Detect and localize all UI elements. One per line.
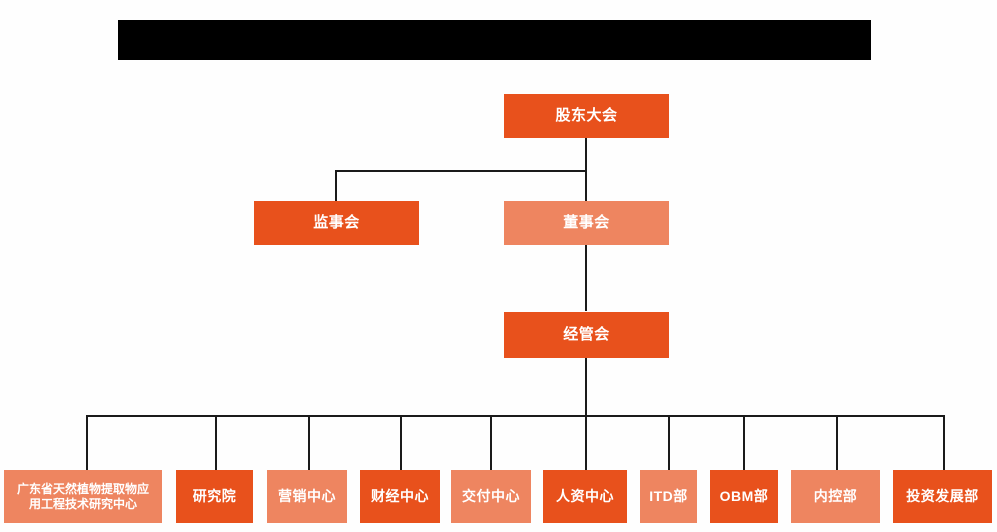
connector-shareholders-bus [335,170,587,172]
node-investment-development-dept[interactable]: 投资发展部 [893,470,992,523]
connector-drop-research-institute [215,415,217,470]
node-directors[interactable]: 董事会 [504,201,669,245]
connector-drop-finance-center [400,415,402,470]
connector-shareholders-down [585,138,587,172]
connector-drop-delivery-center [490,415,492,470]
connector-drop-investment-development-dept [943,415,945,470]
redacted-title-bar [118,20,871,60]
connector-drop-obm-dept [743,415,745,470]
connector-drop-itd-dept [668,415,670,470]
node-finance-center[interactable]: 财经中心 [360,470,440,523]
node-internal-control-dept[interactable]: 内控部 [791,470,880,523]
connector-drop-internal-control-dept [836,415,838,470]
node-delivery-center[interactable]: 交付中心 [451,470,531,523]
connector-level4-bus [86,415,945,417]
node-itd-dept[interactable]: ITD部 [640,470,697,523]
connector-directors-management [585,243,587,311]
connector-directors-drop [585,170,587,201]
node-marketing-center[interactable]: 营销中心 [267,470,347,523]
connector-drop-marketing-center [308,415,310,470]
node-shareholders[interactable]: 股东大会 [504,94,669,138]
connector-management-down [585,358,587,416]
connector-drop-hr-center [585,415,587,470]
connector-drop-gd-research-center [86,415,88,470]
connector-supervisors-drop [335,170,337,201]
node-supervisors[interactable]: 监事会 [254,201,419,245]
node-hr-center[interactable]: 人资中心 [543,470,627,523]
node-research-institute[interactable]: 研究院 [176,470,253,523]
node-management[interactable]: 经管会 [504,312,669,358]
node-gd-research-center[interactable]: 广东省天然植物提取物应 用工程技术研究中心 [4,470,162,523]
node-obm-dept[interactable]: OBM部 [710,470,778,523]
